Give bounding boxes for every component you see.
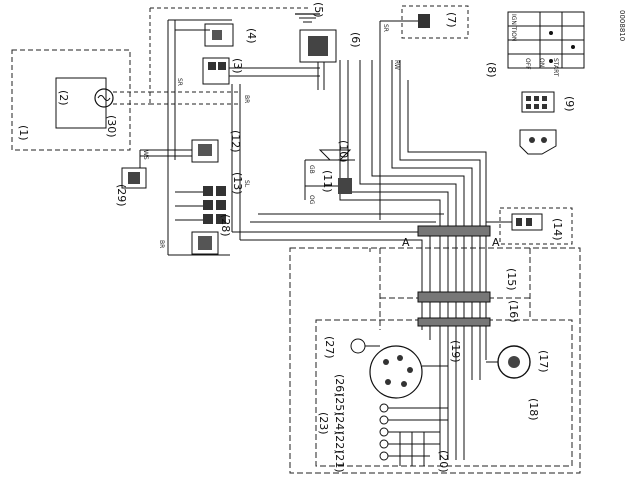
wire-code-8: BR	[158, 240, 165, 248]
component-11	[338, 178, 352, 194]
callout-4: (4)	[245, 28, 258, 44]
connector-9b	[519, 129, 557, 155]
wire-code-7: SL	[243, 180, 250, 188]
wire-code-3: BR	[243, 95, 250, 103]
callout-22: (22)	[333, 431, 346, 454]
callout-6: (6)	[349, 32, 362, 48]
box-14	[499, 207, 573, 245]
component-12	[191, 139, 219, 163]
callout-23: (23)	[317, 412, 330, 435]
callout-18: (18)	[527, 398, 540, 421]
callout-16: (16)	[507, 300, 520, 323]
section-marker-a-left: A	[402, 236, 410, 249]
component-4	[204, 23, 234, 47]
component-2-3-inner-box	[55, 77, 107, 129]
callout-30: (30)	[105, 115, 118, 138]
component-29	[121, 167, 147, 189]
harness-connectors	[417, 225, 491, 327]
wire-code-5: GB	[308, 165, 315, 174]
callout-28: (28)	[219, 214, 232, 237]
switch-table	[507, 11, 585, 69]
fuse-block	[203, 186, 226, 224]
wire-harness	[339, 60, 487, 460]
box-15	[289, 247, 581, 474]
connector-9	[521, 91, 555, 113]
wire-code-9: WS	[142, 150, 149, 160]
component-2-symbol	[94, 88, 114, 108]
callout-1: (1)	[17, 125, 30, 141]
switch-table-row-start: START	[552, 58, 559, 77]
wire-code-1: SR	[382, 24, 389, 32]
callout-25: (25)	[333, 393, 346, 416]
callout-13: (13)	[231, 172, 244, 195]
callout-3: (3)	[231, 58, 244, 74]
callout-10: (10)	[337, 140, 350, 163]
callout-5: (5)	[312, 2, 325, 18]
wire-code-6: OG	[308, 195, 315, 205]
component-27	[350, 338, 366, 354]
switch-table-row-off: OFF	[524, 58, 531, 70]
switch-table-header: IGNITION	[510, 14, 517, 41]
callout-11: (11)	[321, 170, 334, 193]
callout-12: (12)	[229, 130, 242, 153]
section-marker-a-right: A	[492, 236, 500, 249]
figure-code: 0008810	[618, 10, 626, 41]
wire-code-4: SR	[176, 78, 183, 86]
box-1	[11, 49, 131, 151]
component-3	[202, 57, 230, 85]
callout-15: (15)	[505, 268, 518, 291]
lamp-row	[379, 403, 448, 466]
callout-26: (26)	[333, 374, 346, 397]
component-19	[369, 345, 423, 399]
callout-27: (27)	[323, 336, 336, 359]
callout-29: (29)	[115, 184, 128, 207]
callout-19: (19)	[449, 340, 462, 363]
box-18	[315, 319, 573, 467]
callout-2: (2)	[57, 90, 70, 106]
callout-8: (8)	[485, 62, 498, 78]
callout-21: (21)	[333, 450, 346, 473]
callout-17: (17)	[537, 350, 550, 373]
component-28	[191, 231, 219, 255]
callout-7: (7)	[445, 12, 458, 28]
switch-table-row-on: ON	[538, 58, 545, 67]
callout-9: (9)	[563, 96, 576, 112]
callout-14: (14)	[551, 218, 564, 241]
callout-20: (20)	[437, 450, 450, 473]
callout-24: (24)	[333, 412, 346, 435]
wire-code-2: RW	[393, 60, 400, 70]
